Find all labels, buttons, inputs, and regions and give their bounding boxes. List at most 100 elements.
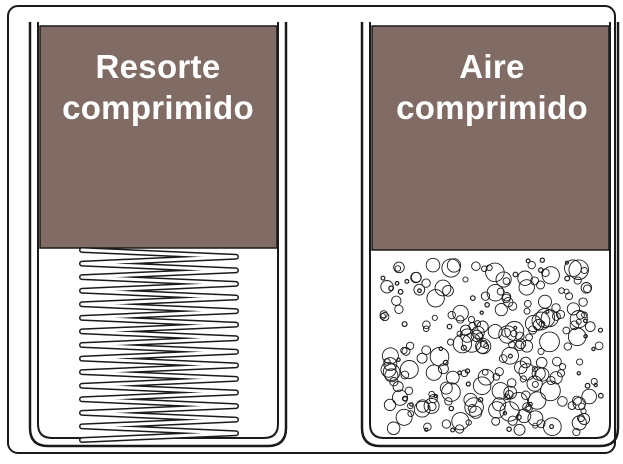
- air-bubble: [467, 315, 476, 324]
- air-bubble: [481, 368, 489, 376]
- air-bubble: [532, 319, 545, 331]
- air-bubble: [597, 327, 604, 333]
- air-bubble: [479, 310, 484, 315]
- air-bubble: [527, 260, 536, 270]
- air-bubble: [424, 427, 429, 432]
- air-bubble: [431, 314, 438, 321]
- air-bubble: [537, 347, 545, 355]
- air-bubble: [448, 405, 455, 412]
- air-bubble: [481, 265, 488, 273]
- air-cylinder-outer-wall: [360, 22, 620, 448]
- air-bubble: [395, 408, 413, 426]
- air-bubble: [480, 291, 491, 301]
- air-bubble: [541, 266, 560, 285]
- air-bubble: [383, 398, 397, 412]
- air-bubble: [472, 376, 492, 395]
- air-cylinder: [360, 22, 620, 448]
- air-bubble: [452, 304, 469, 322]
- air-bubble: [582, 318, 588, 324]
- air-bubble: [392, 381, 404, 393]
- air-bubble: [507, 353, 513, 359]
- air-bubble: [404, 386, 414, 396]
- air-bubble: [475, 338, 492, 355]
- air-bubble: [509, 391, 529, 411]
- air-bubble: [501, 291, 512, 302]
- spring-cylinder-outer-wall: [28, 22, 288, 448]
- air-bubble: [521, 390, 531, 401]
- air-bubble: [451, 412, 470, 431]
- air-bubble: [515, 331, 525, 341]
- air-bubble: [597, 392, 604, 399]
- air-bubble: [407, 410, 415, 417]
- air-label-line2: comprimido: [396, 89, 588, 126]
- air-bubble: [504, 321, 525, 341]
- air-bubble: [494, 303, 508, 317]
- air-bubble: [464, 368, 471, 374]
- air-bubble: [525, 333, 533, 342]
- air-bubble: [447, 310, 456, 320]
- air-bubble: [422, 325, 430, 332]
- air-bubble: [396, 357, 401, 363]
- air-bubble: [578, 413, 591, 425]
- air-bubble: [473, 320, 482, 328]
- air-bubble: [400, 346, 408, 355]
- air-bubble: [566, 302, 580, 316]
- air-bubble: [413, 400, 431, 418]
- air-bubble: [576, 371, 582, 376]
- air-bubble: [578, 297, 588, 307]
- air-bubble: [564, 275, 571, 282]
- air-bubble: [379, 313, 387, 320]
- air-bubble: [506, 378, 517, 388]
- air-bubble: [421, 278, 431, 288]
- spring-cylinder-label: Resorte comprimido: [40, 46, 276, 128]
- air-bubble: [591, 346, 596, 352]
- air-bubble: [438, 346, 444, 352]
- air-bubble: [569, 320, 580, 331]
- air-bubble: [484, 301, 490, 308]
- air-bubble: [428, 390, 436, 398]
- air-bubble: [463, 392, 478, 407]
- air-bubble: [417, 288, 422, 294]
- air-bubble: [527, 401, 533, 407]
- air-bubble: [571, 395, 582, 406]
- air-bubble: [576, 310, 585, 320]
- air-bubble: [477, 396, 484, 403]
- air-bubbles: [379, 257, 604, 437]
- air-bubble: [465, 381, 471, 387]
- air-bubble: [510, 329, 518, 338]
- air-bubble: [476, 320, 489, 333]
- air-bubble: [522, 402, 532, 412]
- air-bubble: [485, 262, 505, 283]
- air-bubble: [469, 295, 476, 302]
- air-bubble: [584, 321, 596, 332]
- air-bubble: [446, 323, 453, 330]
- air-bubble: [594, 341, 604, 351]
- air-bubble: [475, 332, 484, 341]
- air-bubble: [393, 261, 405, 274]
- air-bubble: [578, 402, 586, 410]
- air-bubble: [404, 278, 410, 284]
- air-bubble: [539, 257, 546, 263]
- air-bubble: [394, 304, 404, 314]
- air-bubble: [520, 340, 534, 353]
- air-bubble: [512, 271, 519, 278]
- air-bubble: [504, 390, 514, 399]
- air-bubble: [434, 279, 452, 297]
- air-bubble: [487, 323, 503, 339]
- air-bubble: [383, 357, 398, 372]
- air-bubble: [523, 307, 531, 315]
- air-bubble: [565, 292, 574, 301]
- air-piston: [371, 25, 610, 251]
- air-bubble: [523, 299, 532, 308]
- air-bubble: [426, 289, 445, 308]
- air-bubble: [471, 261, 481, 271]
- air-bubble: [495, 271, 512, 288]
- air-bubble: [427, 401, 437, 412]
- air-bubble: [576, 414, 585, 423]
- air-bubble: [416, 352, 428, 364]
- air-bubble: [464, 397, 484, 417]
- air-bubble: [549, 371, 563, 385]
- air-bubble: [397, 288, 404, 295]
- air-bubble: [537, 267, 544, 273]
- air-bubble: [516, 408, 532, 424]
